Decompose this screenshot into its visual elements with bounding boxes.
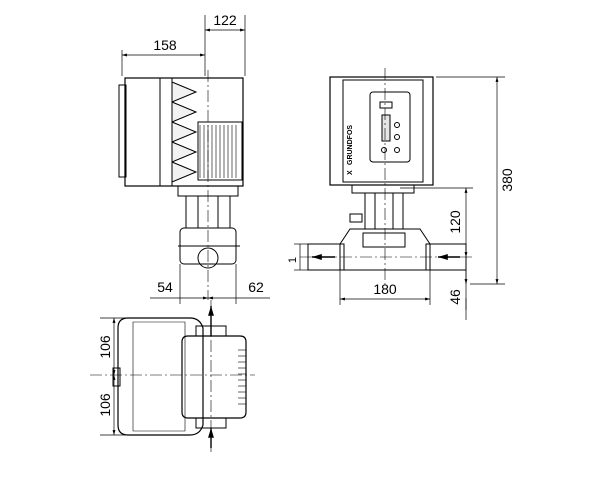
dim-122: 122 [213, 12, 237, 28]
dim-120: 120 [447, 210, 463, 234]
brand-logo-text: GRUNDFOS [347, 125, 354, 165]
dim-106-bottom: 106 [97, 393, 113, 417]
dim-380: 380 [499, 168, 515, 192]
dim-106-top: 106 [97, 335, 113, 359]
dim-54: 54 [157, 279, 173, 295]
top-view [90, 300, 255, 455]
brand-logo-mark: X [347, 170, 354, 175]
brand-logo: GRUNDFOS X [347, 125, 354, 175]
dim-62: 62 [248, 279, 264, 295]
dim-158: 158 [153, 37, 177, 53]
dim-1: 1 [287, 257, 299, 263]
dim-46: 46 [447, 289, 463, 305]
front-view [294, 68, 505, 320]
dim-180: 180 [373, 281, 397, 297]
side-view [118, 15, 270, 304]
